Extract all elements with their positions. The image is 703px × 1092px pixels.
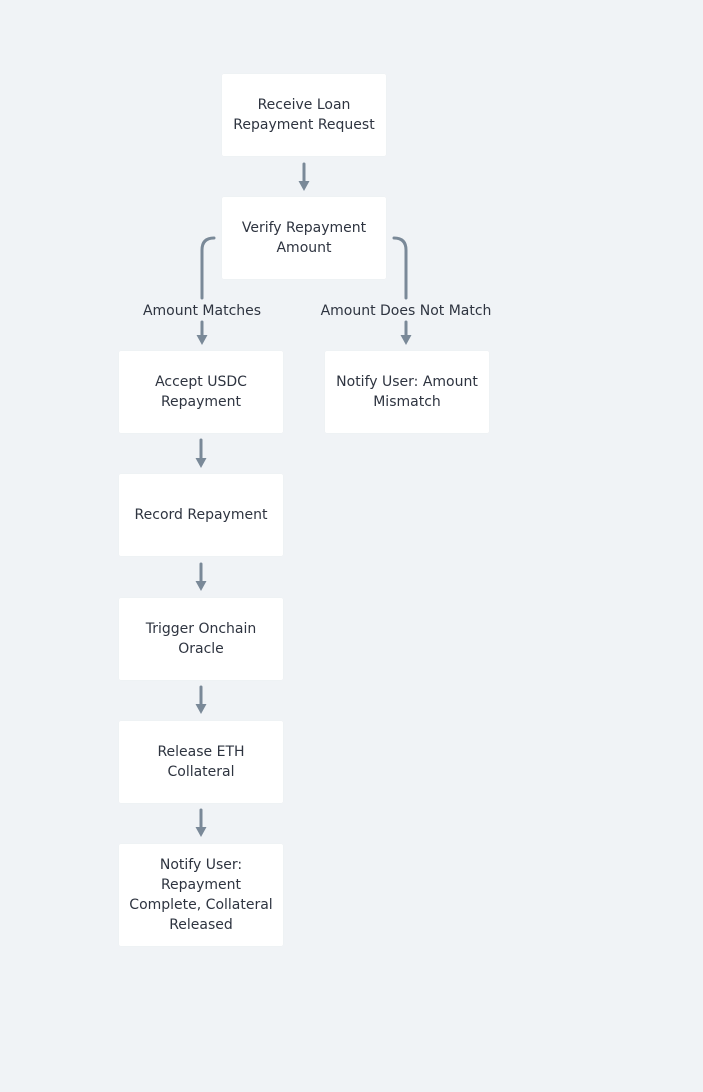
node-trigger-onchain-oracle: Trigger Onchain Oracle [119,598,283,680]
node-label: Notify User: Repayment Complete, Collate… [129,857,273,933]
node-label: Notify User: Amount Mismatch [336,374,478,410]
edge-label-amount-does-not-match: Amount Does Not Match [320,303,492,319]
node-label: Accept USDC Repayment [155,374,247,410]
node-accept-usdc-repayment: Accept USDC Repayment [119,351,283,433]
node-notify-user-repayment-complete: Notify User: Repayment Complete, Collate… [119,844,283,946]
node-label: Verify Repayment Amount [241,220,367,256]
edge-oracle-to-release [195,685,207,714]
edge-receive-to-verify [298,162,310,191]
edge-verify-to-mismatch [392,236,412,345]
edge-release-to-complete [195,808,207,837]
edge-accept-to-record [195,438,207,468]
node-notify-user-amount-mismatch: Notify User: Amount Mismatch [325,351,489,433]
node-label: Release ETH Collateral [157,744,245,780]
node-release-eth-collateral: Release ETH Collateral [119,721,283,803]
node-label: Receive Loan Repayment Request [233,97,375,133]
edge-label-amount-matches: Amount Matches [142,303,262,319]
node-label: Trigger Onchain Oracle [145,621,257,657]
node-record-repayment: Record Repayment [119,474,283,556]
node-label: Record Repayment [134,507,268,523]
node-receive-loan-repayment-request: Receive Loan Repayment Request [222,74,386,156]
edge-record-to-oracle [195,562,207,591]
node-verify-repayment-amount: Verify Repayment Amount [222,197,386,279]
edge-verify-to-accept [196,236,216,345]
